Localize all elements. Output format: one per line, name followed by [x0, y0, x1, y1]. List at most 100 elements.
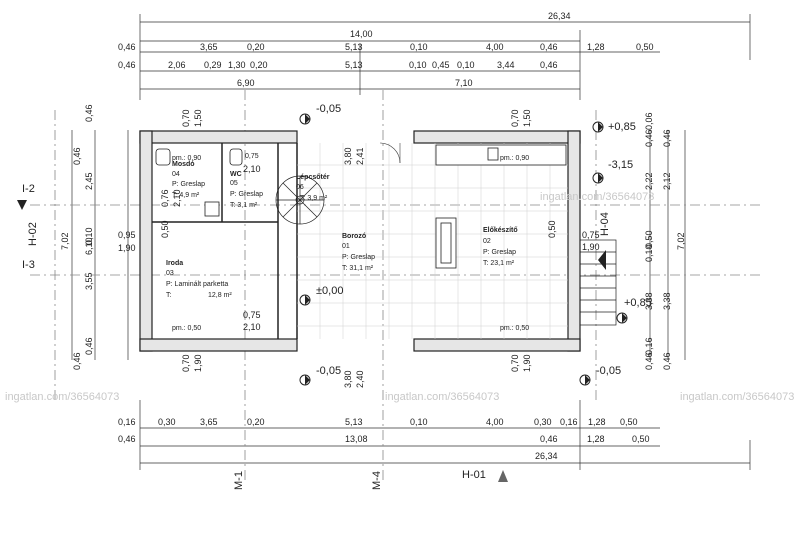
svg-text:06: 06	[296, 184, 304, 191]
svg-text:0,75: 0,75	[245, 153, 259, 160]
svg-text:2,10: 2,10	[243, 322, 261, 332]
svg-text:13,08: 13,08	[345, 434, 368, 444]
dim-top-row1: 0,46 3,65 0,20 5,13 0,10 4,00 0,46 1,28 …	[118, 42, 654, 52]
watermarks: ingatlan.com/36564073 ingatlan.com/36564…	[5, 191, 794, 403]
svg-text:1,28: 1,28	[587, 434, 605, 444]
svg-text:Előkészítő: Előkészítő	[483, 227, 518, 234]
svg-text:Borozó: Borozó	[342, 233, 366, 240]
dim-top-row2: 0,46 2,06 0,29 1,30 0,20 5,13 0,10 0,45 …	[118, 60, 558, 70]
svg-text:0,46: 0,46	[118, 434, 136, 444]
svg-text:0,10: 0,10	[84, 227, 94, 245]
svg-text:0,45: 0,45	[432, 60, 450, 70]
svg-text:04: 04	[172, 171, 180, 178]
svg-text:1,28: 1,28	[587, 42, 605, 52]
svg-text:03: 03	[166, 270, 174, 277]
svg-text:0,50: 0,50	[160, 220, 170, 238]
svg-text:0,10: 0,10	[457, 60, 475, 70]
svg-text:3,55: 3,55	[84, 272, 94, 290]
svg-text:T:: T:	[166, 292, 172, 299]
room-iroda: Iroda 03 P: Laminált parketta T: 12,8 m²…	[166, 260, 232, 332]
svg-text:0,46: 0,46	[72, 352, 82, 370]
svg-text:0,46: 0,46	[118, 60, 136, 70]
svg-text:ingatlan.com/36564073: ingatlan.com/36564073	[680, 391, 794, 403]
svg-text:0,46: 0,46	[118, 42, 136, 52]
kitchen-counter	[435, 144, 567, 269]
door-dimensions: 3,80 2,41 3,80 2,40	[343, 147, 365, 388]
svg-text:02: 02	[483, 238, 491, 245]
svg-text:0,46: 0,46	[644, 129, 654, 147]
svg-text:2,10: 2,10	[172, 189, 182, 207]
axis-bottom-h: H-01	[462, 469, 486, 481]
left-dimension-lines	[71, 130, 129, 360]
svg-text:4,00: 4,00	[486, 417, 504, 427]
svg-text:1,90: 1,90	[522, 354, 532, 372]
room-lepcso: Lépcsőtér 06 T: 3,9 m²	[296, 174, 330, 202]
svg-text:0,46: 0,46	[540, 434, 558, 444]
right-dimension-lines	[649, 130, 686, 360]
svg-text:5,13: 5,13	[345, 42, 363, 52]
svg-text:0,70: 0,70	[510, 109, 520, 127]
svg-text:05: 05	[230, 180, 238, 187]
sanitary-fixtures	[155, 148, 243, 217]
svg-text:0,16: 0,16	[118, 417, 136, 427]
svg-text:T: 3,1 m²: T: 3,1 m²	[230, 202, 258, 209]
axis-bottom1: M-1	[233, 471, 245, 490]
svg-text:0,10: 0,10	[644, 244, 654, 262]
floor-tile-grid	[297, 143, 568, 339]
svg-text:1,28: 1,28	[588, 417, 606, 427]
room-elokeszito: pm.: 0,90 Előkészítő 02 P: Greslap T: 23…	[483, 155, 529, 332]
dim-bottom-overall: 26,34	[535, 451, 558, 461]
level-right-top: +0,85	[608, 121, 636, 133]
svg-text:P: Laminált parketta: P: Laminált parketta	[166, 281, 228, 288]
svg-text:5,13: 5,13	[345, 60, 363, 70]
svg-text:3,80: 3,80	[343, 370, 353, 388]
svg-text:01: 01	[342, 243, 350, 250]
svg-text:ingatlan.com/36564073: ingatlan.com/36564073	[385, 391, 499, 403]
interior-partitions	[152, 143, 298, 339]
svg-text:6,10: 6,10	[84, 237, 94, 255]
straight-stair	[579, 239, 617, 326]
svg-text:2,40: 2,40	[355, 370, 365, 388]
dim-left-outer: 0,46 6,10 0,46	[84, 104, 94, 355]
svg-text:2,45: 2,45	[84, 172, 94, 190]
svg-text:0,50: 0,50	[636, 42, 654, 52]
svg-text:0,46: 0,46	[644, 352, 654, 370]
door-swing	[379, 142, 401, 164]
svg-text:2,06: 2,06	[168, 60, 186, 70]
svg-text:0,20: 0,20	[247, 42, 265, 52]
svg-text:2,10: 2,10	[243, 164, 261, 174]
svg-text:3,38: 3,38	[644, 292, 654, 310]
svg-text:T: 23,1 m²: T: 23,1 m²	[483, 260, 515, 267]
svg-text:1,90: 1,90	[118, 243, 136, 253]
svg-text:1,30: 1,30	[228, 60, 246, 70]
misc-dimensions: 0,95 1,90 0,76 2,10 0,50 2,10 0,75 2,10 …	[118, 164, 600, 332]
svg-text:P: Greslap: P: Greslap	[483, 249, 516, 256]
svg-text:12,8 m²: 12,8 m²	[208, 292, 232, 299]
axis-left1: I-2	[22, 183, 35, 195]
svg-text:1,50: 1,50	[193, 109, 203, 127]
bottom-dimension-lines	[139, 400, 751, 470]
svg-text:0,46: 0,46	[540, 60, 558, 70]
dim-right-outer: 0,46 2,12 3,38 0,46	[662, 129, 672, 370]
svg-text:T: 31,1 m²: T: 31,1 m²	[342, 265, 374, 272]
dim-right-total: 7,02	[676, 232, 686, 250]
level-right-bottom: +0,85	[624, 297, 652, 309]
svg-text:0,20: 0,20	[247, 417, 265, 427]
dim-left-total: 7,02	[60, 232, 70, 250]
svg-text:0,16: 0,16	[644, 337, 654, 355]
axis-bottom2: M-4	[371, 471, 383, 490]
level-markers: -0,05 ±0,00 -0,05 -0,05 +0,85 -3,15 +0,8…	[299, 103, 652, 386]
top-dimension-lines	[139, 14, 751, 100]
svg-text:0,06: 0,06	[644, 112, 654, 130]
level-bottom-left: -0,05	[316, 365, 341, 377]
svg-text:0,30: 0,30	[158, 417, 176, 427]
svg-text:0,70: 0,70	[510, 354, 520, 372]
room-moso: pm.: 0,90 Mosdó 04 P: Greslap T: 4,9 m²	[172, 155, 205, 199]
svg-text:0,46: 0,46	[540, 42, 558, 52]
room-borozo: Borozó 01 P: Greslap T: 31,1 m²	[342, 233, 375, 272]
svg-text:P: Greslap: P: Greslap	[230, 191, 263, 198]
svg-text:pm.: 0,90: pm.: 0,90	[172, 155, 201, 162]
dim-top-overall: 26,34	[548, 11, 571, 21]
svg-text:pm.: 0,50: pm.: 0,50	[500, 325, 529, 332]
